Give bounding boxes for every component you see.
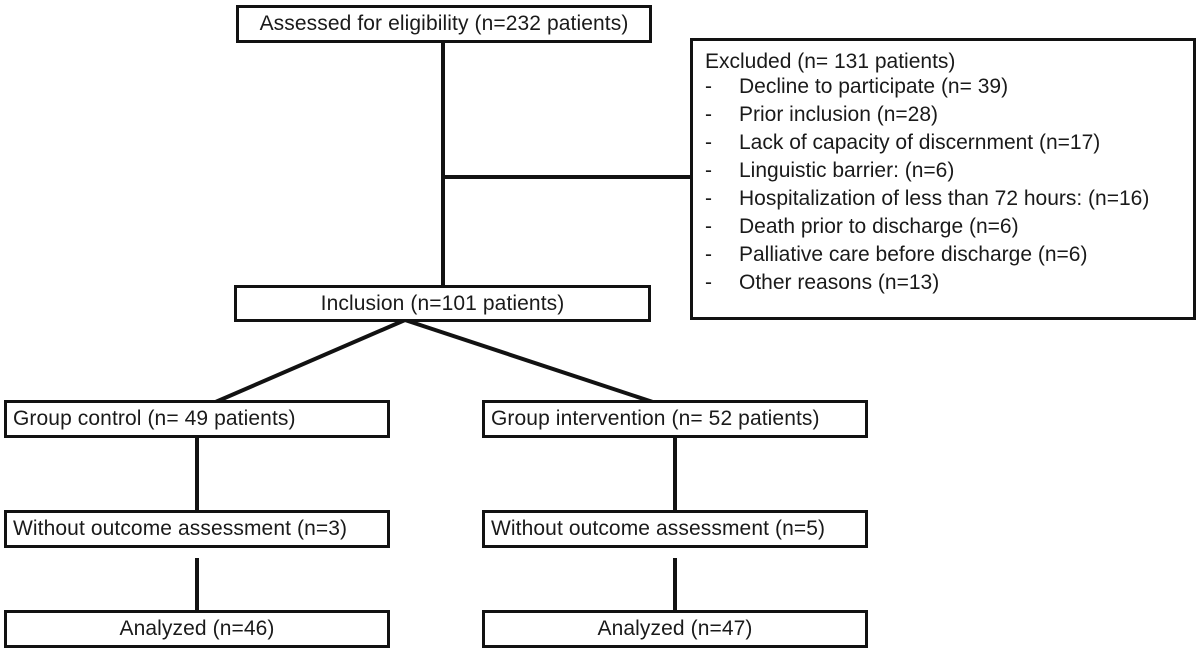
list-item: - Decline to participate (n= 39) [705,76,1183,97]
node-analyzed-intervention-label: Analyzed (n=47) [597,617,753,641]
bullet-dash-icon: - [705,75,712,98]
list-item: - Other reasons (n=13) [705,272,1183,293]
bullet-dash-icon: - [705,187,712,210]
node-without-outcome-control-label: Without outcome assessment (n=3) [13,517,348,541]
excluded-reason-label: Death prior to discharge (n=6) [739,215,1019,238]
bullet-dash-icon: - [705,243,712,266]
node-analyzed-intervention: Analyzed (n=47) [482,610,868,648]
node-without-outcome-intervention-label: Without outcome assessment (n=5) [491,517,826,541]
excluded-reason-label: Other reasons (n=13) [739,271,940,294]
node-without-outcome-assessment-control: Without outcome assessment (n=3) [4,510,390,548]
node-analyzed-control-label: Analyzed (n=46) [119,617,275,641]
node-group-intervention-label: Group intervention (n= 52 patients) [491,407,820,431]
excluded-reason-label: Prior inclusion (n=28) [739,103,939,126]
connector-to-excluded [441,175,693,179]
bullet-dash-icon: - [705,215,712,238]
connector-intervention-to-without-outcome [673,438,677,512]
bullet-dash-icon: - [705,103,712,126]
node-without-outcome-assessment-intervention: Without outcome assessment (n=5) [482,510,868,548]
node-inclusion: Inclusion (n=101 patients) [234,285,651,322]
connector-without-outcome-to-analyzed-control [195,558,199,614]
excluded-title: Excluded (n= 131 patients) [705,50,956,73]
list-item: - Hospitalization of less than 72 hours:… [705,188,1183,209]
excluded-reason-label: Decline to participate (n= 39) [739,75,1009,98]
list-item: - Linguistic barrier: (n=6) [705,160,1183,181]
bullet-dash-icon: - [705,131,712,154]
connector-control-to-without-outcome [195,438,199,512]
excluded-reason-label: Linguistic barrier: (n=6) [739,159,955,182]
node-analyzed-control: Analyzed (n=46) [4,610,390,648]
list-item: - Prior inclusion (n=28) [705,104,1183,125]
connector-without-outcome-to-analyzed-intervention [673,558,677,614]
excluded-reason-label: Hospitalization of less than 72 hours: (… [739,187,1150,210]
connector-assessed-to-inclusion [441,40,445,288]
list-item: - Death prior to discharge (n=6) [705,216,1183,237]
node-excluded: Excluded (n= 131 patients) - Decline to … [690,38,1196,320]
node-group-intervention: Group intervention (n= 52 patients) [482,400,868,438]
excluded-reason-list: - Decline to participate (n= 39) - Prior… [705,76,1183,293]
node-group-control: Group control (n= 49 patients) [4,400,390,438]
excluded-reason-label: Lack of capacity of discernment (n=17) [739,131,1101,154]
node-inclusion-label: Inclusion (n=101 patients) [320,291,565,315]
node-group-control-label: Group control (n= 49 patients) [13,407,296,431]
list-item: - Lack of capacity of discernment (n=17) [705,132,1183,153]
bullet-dash-icon: - [705,271,712,294]
node-assessed-label: Assessed for eligibility (n=232 patients… [259,12,629,36]
list-item: - Palliative care before discharge (n=6) [705,244,1183,265]
excluded-reason-label: Palliative care before discharge (n=6) [739,243,1088,266]
node-assessed-for-eligibility: Assessed for eligibility (n=232 patients… [236,5,652,43]
bullet-dash-icon: - [705,159,712,182]
